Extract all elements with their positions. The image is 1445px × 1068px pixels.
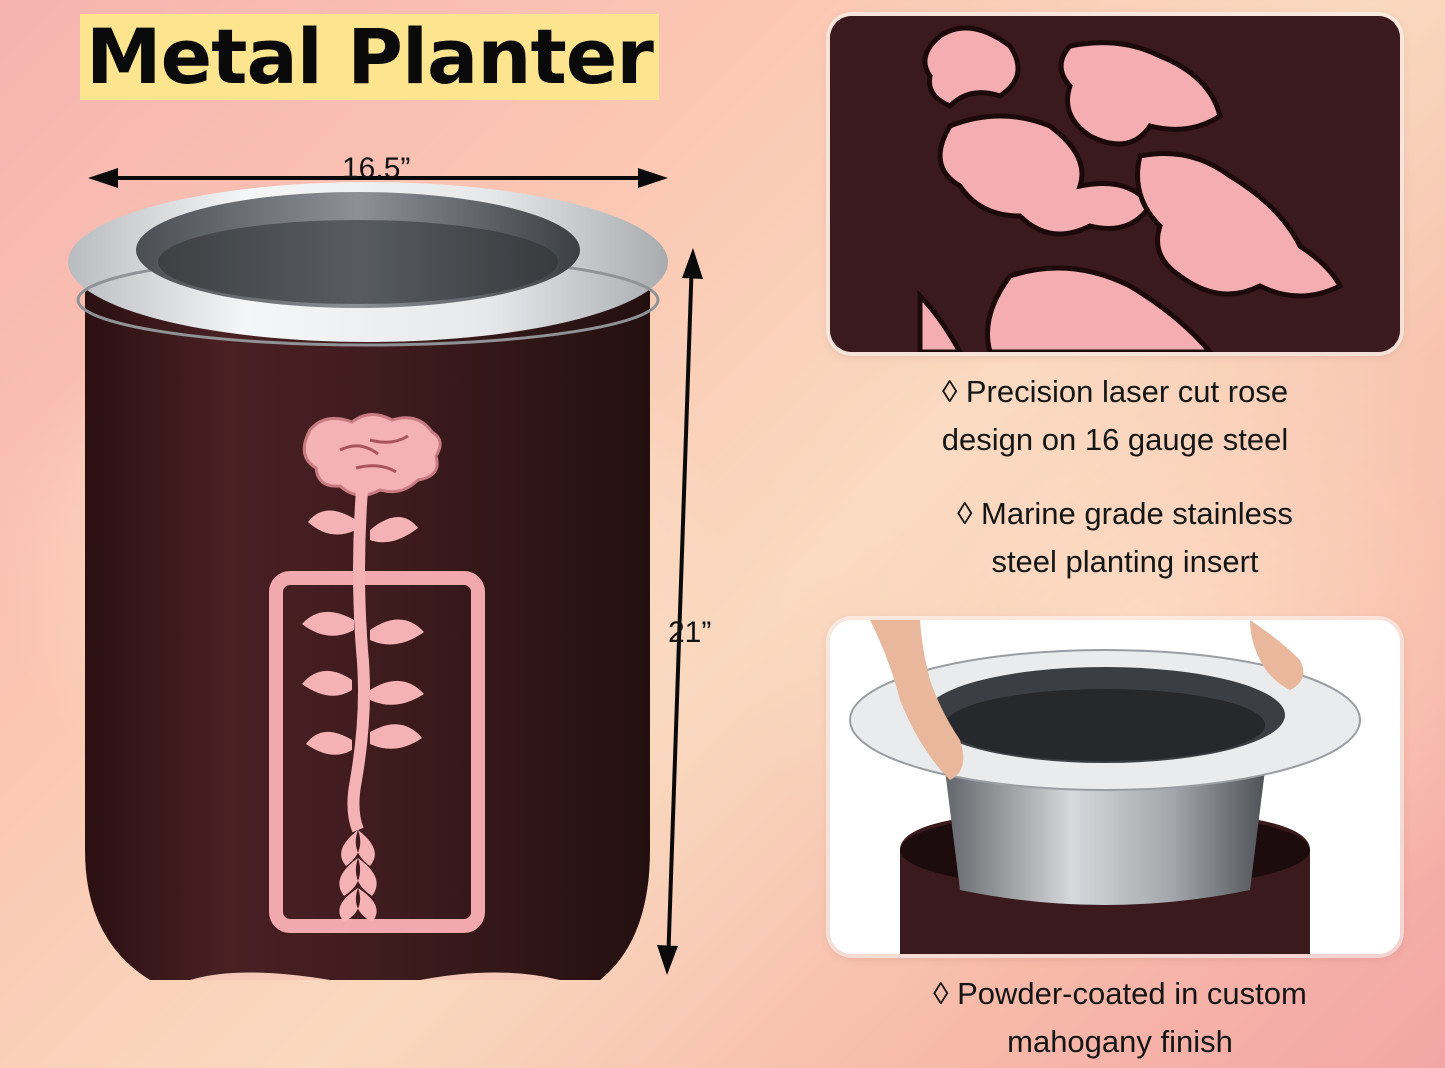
feature-laser-cut-line2: design on 16 gauge steel <box>941 422 1289 457</box>
feature-laser-cut: ◊ Precision laser cut rose design on 16 … <box>890 368 1340 464</box>
planter-body <box>85 290 650 980</box>
insert-detail-photo <box>830 620 1400 954</box>
page-title: Metal Planter <box>80 14 659 100</box>
feature-powder-coat-line2: mahogany finish <box>1007 1024 1233 1059</box>
height-dimension-arrow <box>657 248 703 975</box>
feature-powder-coat: ◊ Powder-coated in custom mahogany finis… <box>885 970 1355 1066</box>
feature-powder-coat-line1: ◊ Powder-coated in custom <box>933 976 1307 1011</box>
rose-detail-photo <box>830 16 1400 352</box>
feature-stainless-insert-line2: steel planting insert <box>991 544 1259 579</box>
feature-laser-cut-line1: ◊ Precision laser cut rose <box>941 374 1289 409</box>
feature-stainless-insert-line1: ◊ Marine grade stainless <box>957 496 1293 531</box>
rose-cutout-design <box>269 413 485 933</box>
feature-stainless-insert: ◊ Marine grade stainless steel planting … <box>900 490 1350 586</box>
width-label: 16.5” <box>342 152 411 185</box>
width-dimension-arrow <box>88 168 668 188</box>
planter-illustration <box>68 168 703 980</box>
height-label: 21” <box>668 616 712 649</box>
